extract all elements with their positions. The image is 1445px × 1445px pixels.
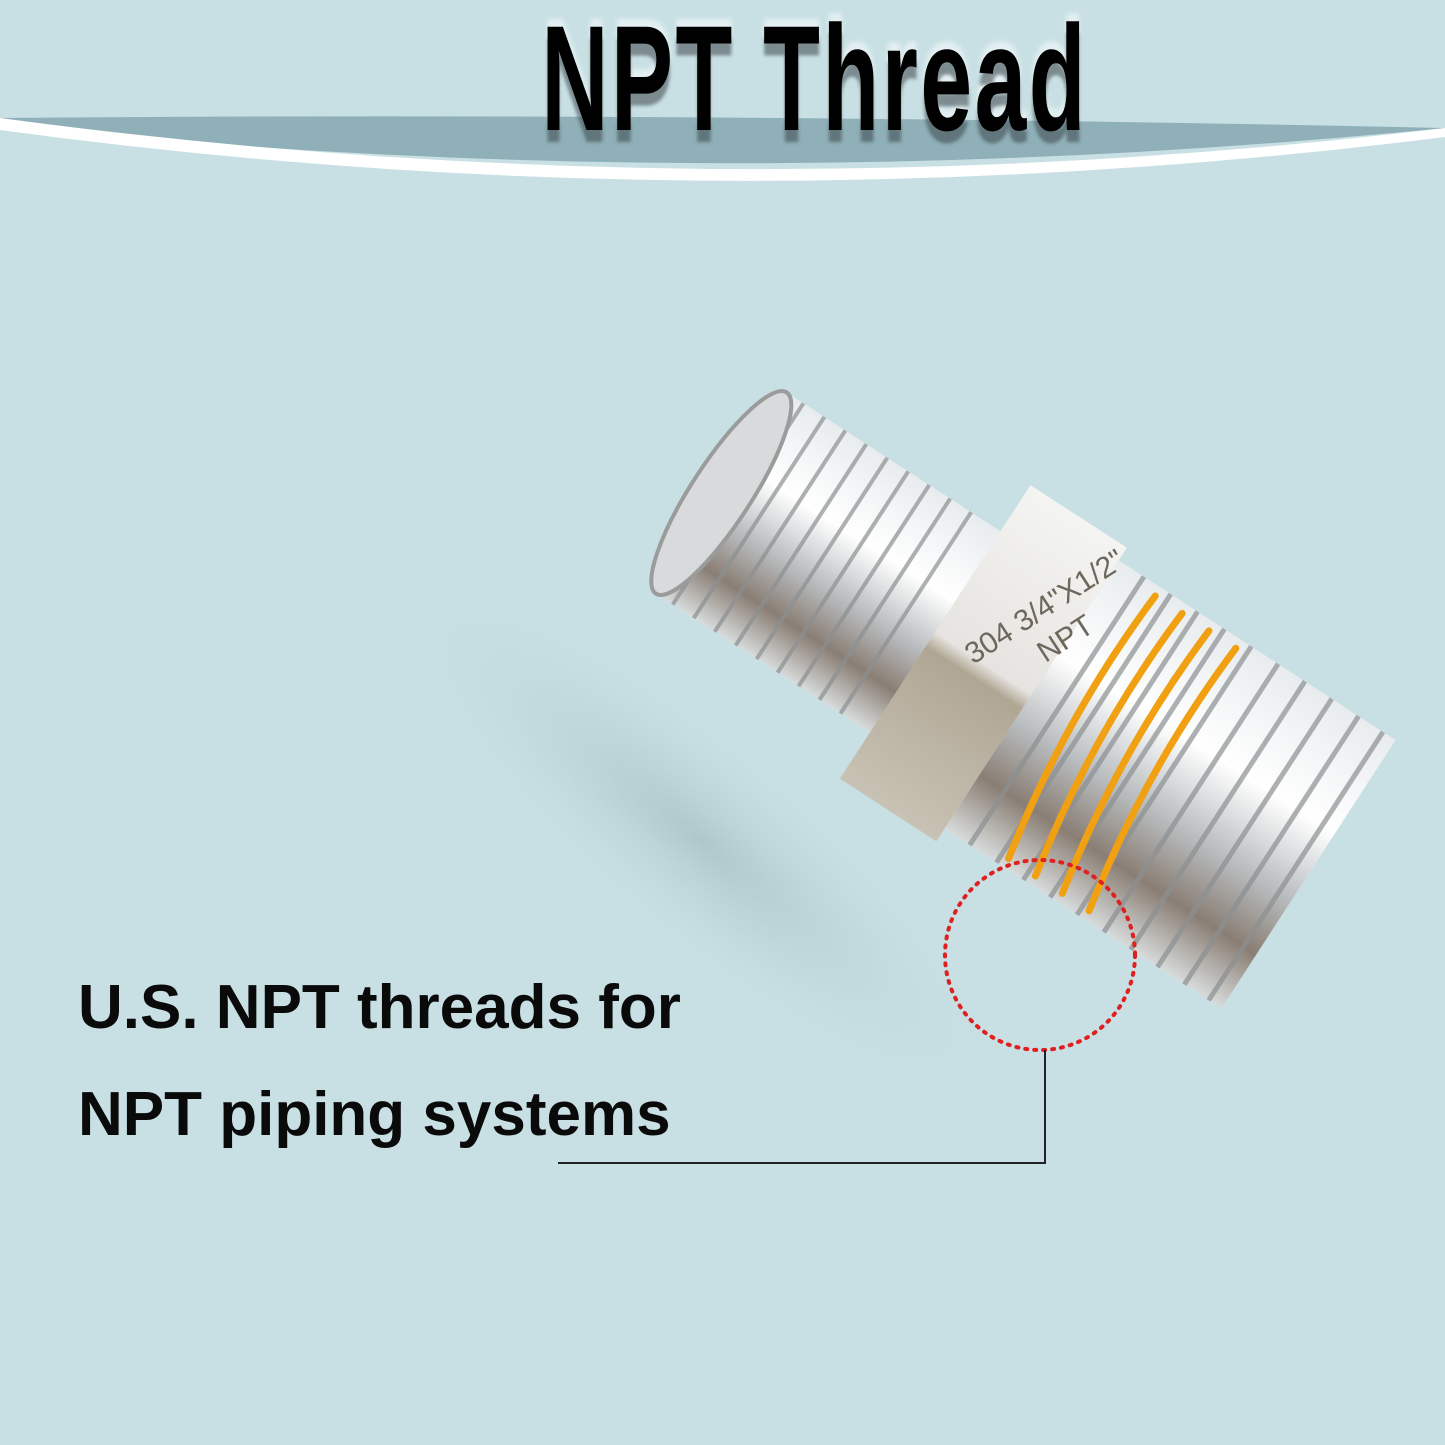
thread-highlight-lines [1005, 592, 1240, 915]
product-shadow [370, 557, 1030, 1123]
page-title: NPT Thread [541, 0, 1089, 162]
caption-line-1: U.S. NPT threads for [78, 973, 681, 1042]
callout-circle [943, 858, 1137, 1052]
caption-line-2: NPT piping systems [78, 1080, 671, 1149]
header-band [0, 116, 1445, 164]
header-white-curve [0, 118, 1445, 181]
callout-leader-line [558, 1050, 1046, 1164]
fitting [649, 389, 1396, 1009]
